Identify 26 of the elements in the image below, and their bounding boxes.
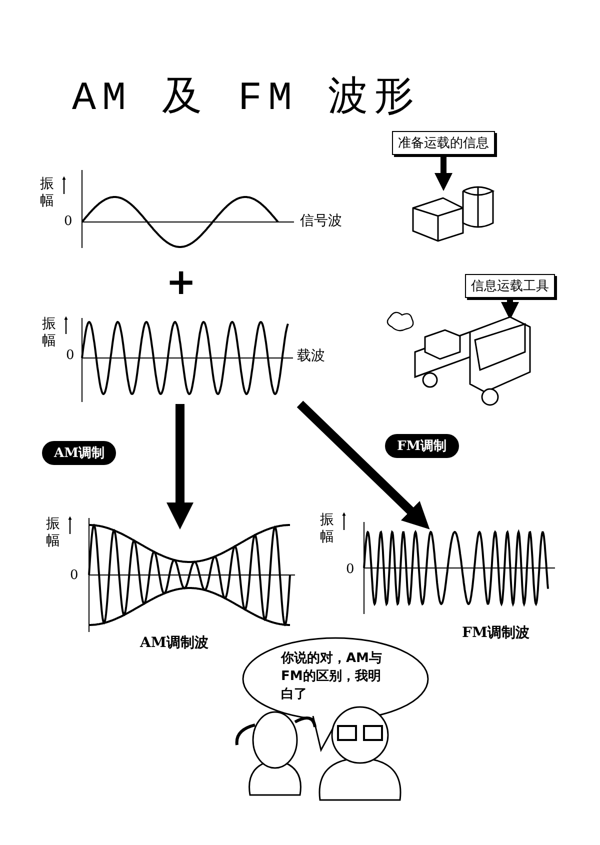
label-box: 信息运载工具 — [465, 274, 555, 298]
axis-zero-label: 0 — [70, 568, 78, 583]
wave-caption: 载波 — [297, 347, 325, 365]
arrow — [501, 300, 519, 320]
modulation-badge: AM调制 — [42, 441, 116, 465]
wave-caption: FM调制波 — [462, 624, 530, 642]
arrow — [296, 400, 430, 530]
arrow — [434, 157, 452, 191]
modulation-badge: FM调制 — [385, 434, 459, 458]
axis-zero-label: 0 — [346, 562, 354, 577]
wave-caption: AM调制波 — [140, 634, 208, 652]
axis-label: 振幅 — [40, 176, 55, 210]
carrier-wave-plot — [78, 318, 293, 402]
page-title: AM 及 FM 波形 — [72, 75, 420, 123]
axis-label: 振幅 — [46, 516, 61, 550]
plus-sign: + — [166, 262, 196, 303]
axis-label: 振幅 — [320, 512, 335, 546]
axis-label: 振幅 — [42, 316, 57, 350]
axis-zero-label: 0 — [64, 214, 72, 229]
arrow — [166, 404, 194, 530]
label-box: 准备运载的信息 — [392, 131, 495, 155]
wave-caption: 信号波 — [300, 212, 342, 230]
axis-zero-label: 0 — [66, 348, 74, 363]
fm-wave-plot — [360, 522, 555, 614]
am-wave-plot — [85, 518, 295, 632]
speech-text: 你说的对，AM与FM的区别，我明白了 — [281, 650, 383, 704]
